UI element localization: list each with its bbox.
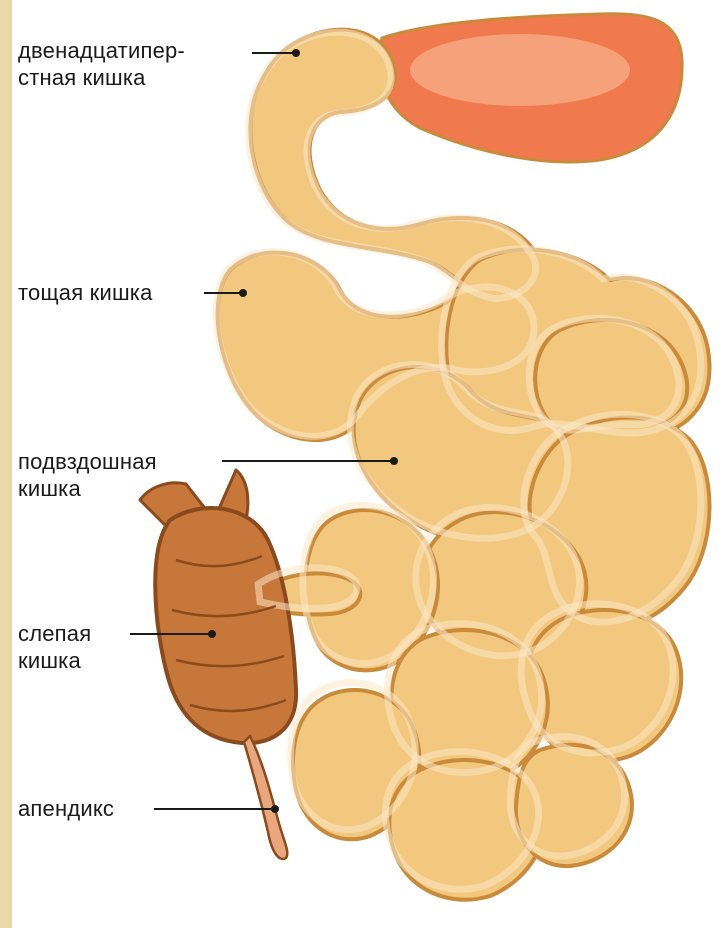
stomach-highlight — [410, 34, 630, 106]
leader-dot-cecum — [208, 630, 216, 638]
label-cecum-line: кишка — [18, 647, 91, 674]
label-appendix-line: апендикс — [18, 795, 114, 822]
label-cecum-line: слепая — [18, 620, 91, 647]
leader-dot-ileum — [390, 457, 398, 465]
label-ileum-line: кишка — [18, 475, 157, 502]
leader-dot-jejunum — [239, 289, 247, 297]
label-duodenum: двенадцатипер-стная кишка — [18, 37, 185, 91]
label-appendix: апендикс — [18, 795, 114, 822]
appendix-shape — [244, 736, 287, 859]
label-duodenum-line: стная кишка — [18, 64, 185, 91]
leader-dot-duodenum — [292, 49, 300, 57]
leader-dot-appendix — [271, 805, 279, 813]
label-jejunum-line: тощая кишка — [18, 279, 153, 306]
cecum-shape — [155, 508, 296, 743]
label-jejunum: тощая кишка — [18, 279, 153, 306]
label-duodenum-line: двенадцатипер- — [18, 37, 185, 64]
label-ileum-line: подвздошная — [18, 448, 157, 475]
